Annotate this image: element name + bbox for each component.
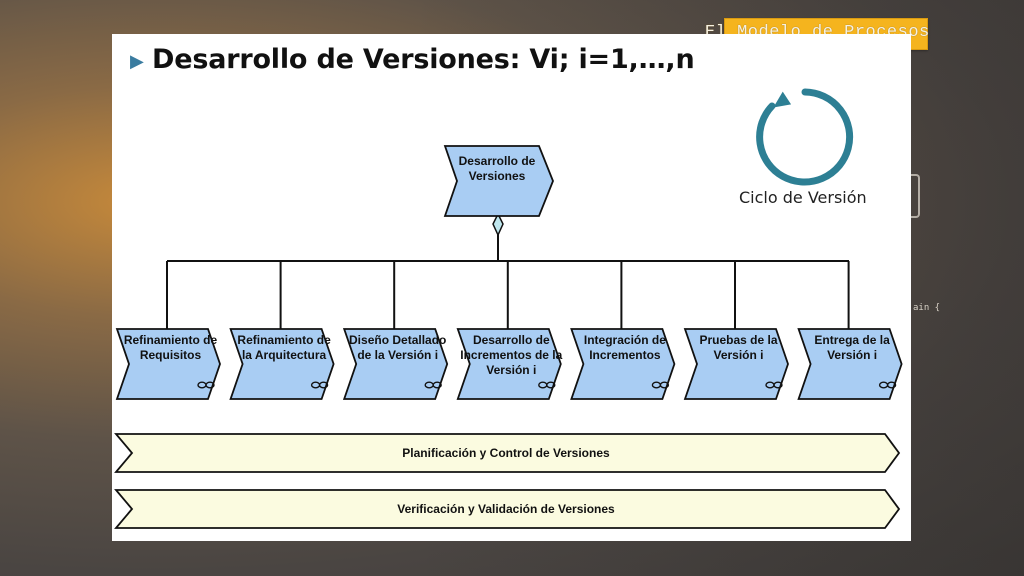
cycle-label: Ciclo de Versión [739, 188, 867, 207]
slide-panel: ▶ Desarrollo de Versiones: Vi; i=1,…,n C… [112, 34, 911, 541]
cycle-icon [756, 88, 854, 186]
subprocess-label: Desarrollo de [473, 333, 550, 347]
root-process-shape [443, 145, 554, 217]
subprocess-label: Incrementos [589, 348, 661, 362]
band-1: Planificación y Control de Versiones [114, 433, 901, 473]
subprocess-shape [456, 328, 562, 400]
subprocess-label: Versión i [827, 348, 877, 362]
subprocess-shape [115, 328, 221, 400]
background-code-text: ain { [913, 303, 941, 313]
subprocess-shape [683, 328, 789, 400]
aggregation-diamond-icon [492, 212, 504, 237]
subprocess-shape [797, 328, 903, 400]
subprocess-label: Requisitos [140, 348, 202, 362]
link-icon [651, 381, 670, 389]
subprocess-label: la Arquitectura [242, 348, 327, 362]
band-shape [114, 433, 901, 473]
band-label: Verificación y Validación de Versiones [397, 502, 615, 516]
link-icon [424, 381, 442, 389]
link-icon [765, 381, 783, 389]
subprocess-label: Refinamiento de [124, 333, 218, 347]
subprocess-label: Diseño Detallado [349, 333, 446, 347]
band-label: Planificación y Control de Versiones [402, 446, 610, 460]
band-shape [114, 489, 901, 529]
link-icon [878, 381, 897, 389]
subprocess-label: Incrementos de la [460, 348, 562, 362]
slide-title: Desarrollo de Versiones: Vi; i=1,…,n [152, 44, 695, 75]
link-icon [310, 381, 329, 389]
link-icon [538, 381, 556, 389]
subprocess-label: Integración de [584, 333, 666, 347]
subprocess-label: Entrega de la [814, 333, 890, 347]
subprocess-shape [229, 328, 335, 400]
root-process-label: Desarrollo de [459, 154, 536, 168]
subprocess-label: Pruebas de la [699, 333, 777, 347]
root-process-label: Versiones [469, 169, 526, 183]
tree-connectors [166, 212, 850, 329]
subprocess-label: Versión i [486, 363, 536, 377]
subprocess-label: de la Versión i [357, 348, 438, 362]
band-2: Verificación y Validación de Versiones [114, 489, 901, 529]
subprocess-shape [570, 328, 676, 400]
subprocess-shape [342, 328, 449, 400]
bullet-arrow-icon: ▶ [130, 51, 144, 71]
link-icon [197, 381, 215, 389]
subprocess-label: Versión i [713, 348, 763, 362]
subprocess-label: Refinamiento de [237, 333, 331, 347]
